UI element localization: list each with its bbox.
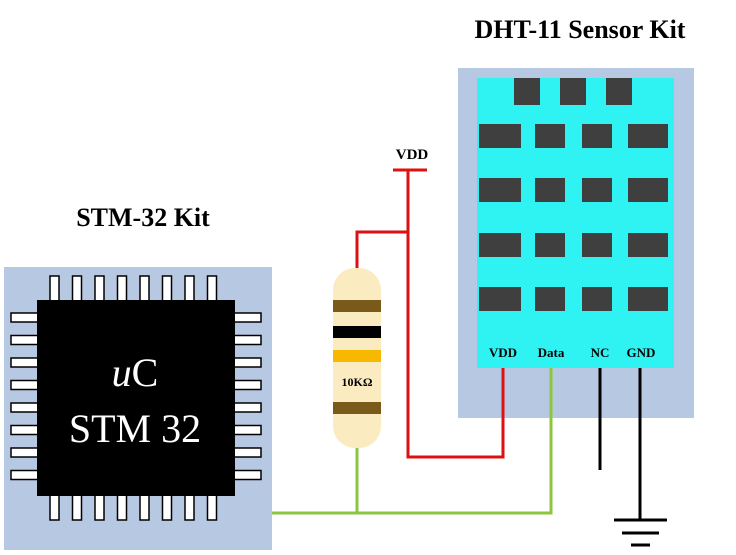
chip-pin-right [232, 379, 262, 391]
ground-symbol-icon [614, 518, 667, 547]
dht11-sensor-kit: DHT-11 Sensor Kit VDD Data NC [458, 15, 694, 418]
grille-slot [582, 124, 612, 148]
ground-wires [598, 368, 642, 520]
chip-pin-right [232, 424, 262, 436]
chip-label-c: C [132, 350, 159, 395]
grille-slot [628, 178, 668, 202]
chip-pin-bottom [161, 493, 173, 521]
chip-pin-right [232, 447, 262, 458]
chip-pin-left [10, 469, 40, 481]
chip-pin-bottom [49, 493, 60, 521]
chip-pin-right [232, 334, 262, 346]
chip-pin-left [10, 312, 40, 323]
grille-slot [628, 124, 668, 148]
chip-pin-top [161, 275, 173, 303]
data-wire [272, 368, 553, 515]
chip-pin-top [94, 275, 105, 303]
stm32-kit: STM-32 Kit uC STM 32 [4, 203, 272, 550]
chip-pin-top [139, 275, 150, 303]
resistor-band-tolerance [333, 402, 381, 414]
chip-pin-bottom [94, 493, 105, 521]
grille-slot [628, 233, 668, 257]
chip-pin-right [232, 357, 262, 368]
grille-slot [535, 124, 565, 148]
chip-pin-right [232, 402, 262, 413]
grille-slot [479, 178, 521, 202]
chip-pin-right [232, 469, 262, 481]
pin-label-vdd: VDD [489, 345, 517, 360]
grille-slot [582, 178, 612, 202]
grille-slot [582, 233, 612, 257]
chip-label-model: STM 32 [69, 406, 201, 451]
sensor-grille [479, 78, 668, 311]
resistor-band-brown [333, 300, 381, 312]
chip-pin-bottom [206, 493, 218, 521]
chip-pin-bottom [184, 493, 195, 521]
data-line-wire [272, 368, 553, 515]
chip-pin-top [184, 275, 195, 303]
grille-slot [628, 287, 668, 311]
stm32-chip [37, 300, 235, 496]
chip-pin-top [49, 275, 60, 303]
vdd-to-resistor-wire [355, 170, 410, 270]
grille-slot [479, 124, 521, 148]
chip-pin-left [10, 447, 40, 458]
chip-pin-left [10, 424, 40, 436]
grille-slot [582, 287, 612, 311]
chip-pin-left [10, 357, 40, 368]
chip-pin-left [10, 379, 40, 391]
chip-pin-bottom [139, 493, 150, 521]
chip-pin-top [206, 275, 218, 303]
vdd-label: VDD [396, 147, 429, 163]
grille-slot [479, 287, 521, 311]
chip-pin-right [232, 312, 262, 323]
chip-pin-left [10, 334, 40, 346]
stm32-title: STM-32 Kit [76, 203, 210, 232]
grille-slot [535, 287, 565, 311]
vdd-wire [355, 168, 505, 459]
pin-label-gnd: GND [627, 345, 656, 360]
resistor-band-orange [333, 350, 381, 362]
chip-label-u: u [112, 350, 132, 395]
resistor-band-black [333, 326, 381, 338]
grille-slot [606, 78, 632, 105]
chip-pin-bottom [71, 493, 83, 521]
pin-label-data: Data [538, 345, 565, 360]
sensor-face [477, 78, 674, 368]
grille-slot [560, 78, 586, 105]
chip-pin-top [71, 275, 83, 303]
pin-label-nc: NC [591, 345, 610, 360]
grille-slot [535, 178, 565, 202]
grille-slot [535, 233, 565, 257]
grille-slot [479, 233, 521, 257]
chip-pin-bottom [116, 493, 128, 521]
dht11-title: DHT-11 Sensor Kit [475, 15, 686, 44]
resistor-label: 10KΩ [342, 375, 373, 389]
vdd-to-sensor-wire [406, 232, 505, 459]
chip-label-uc: uC [112, 350, 159, 395]
grille-slot [514, 78, 540, 105]
pull-up-resistor: 10KΩ [333, 268, 381, 448]
chip-pin-left [10, 402, 40, 413]
chip-pin-top [116, 275, 128, 303]
